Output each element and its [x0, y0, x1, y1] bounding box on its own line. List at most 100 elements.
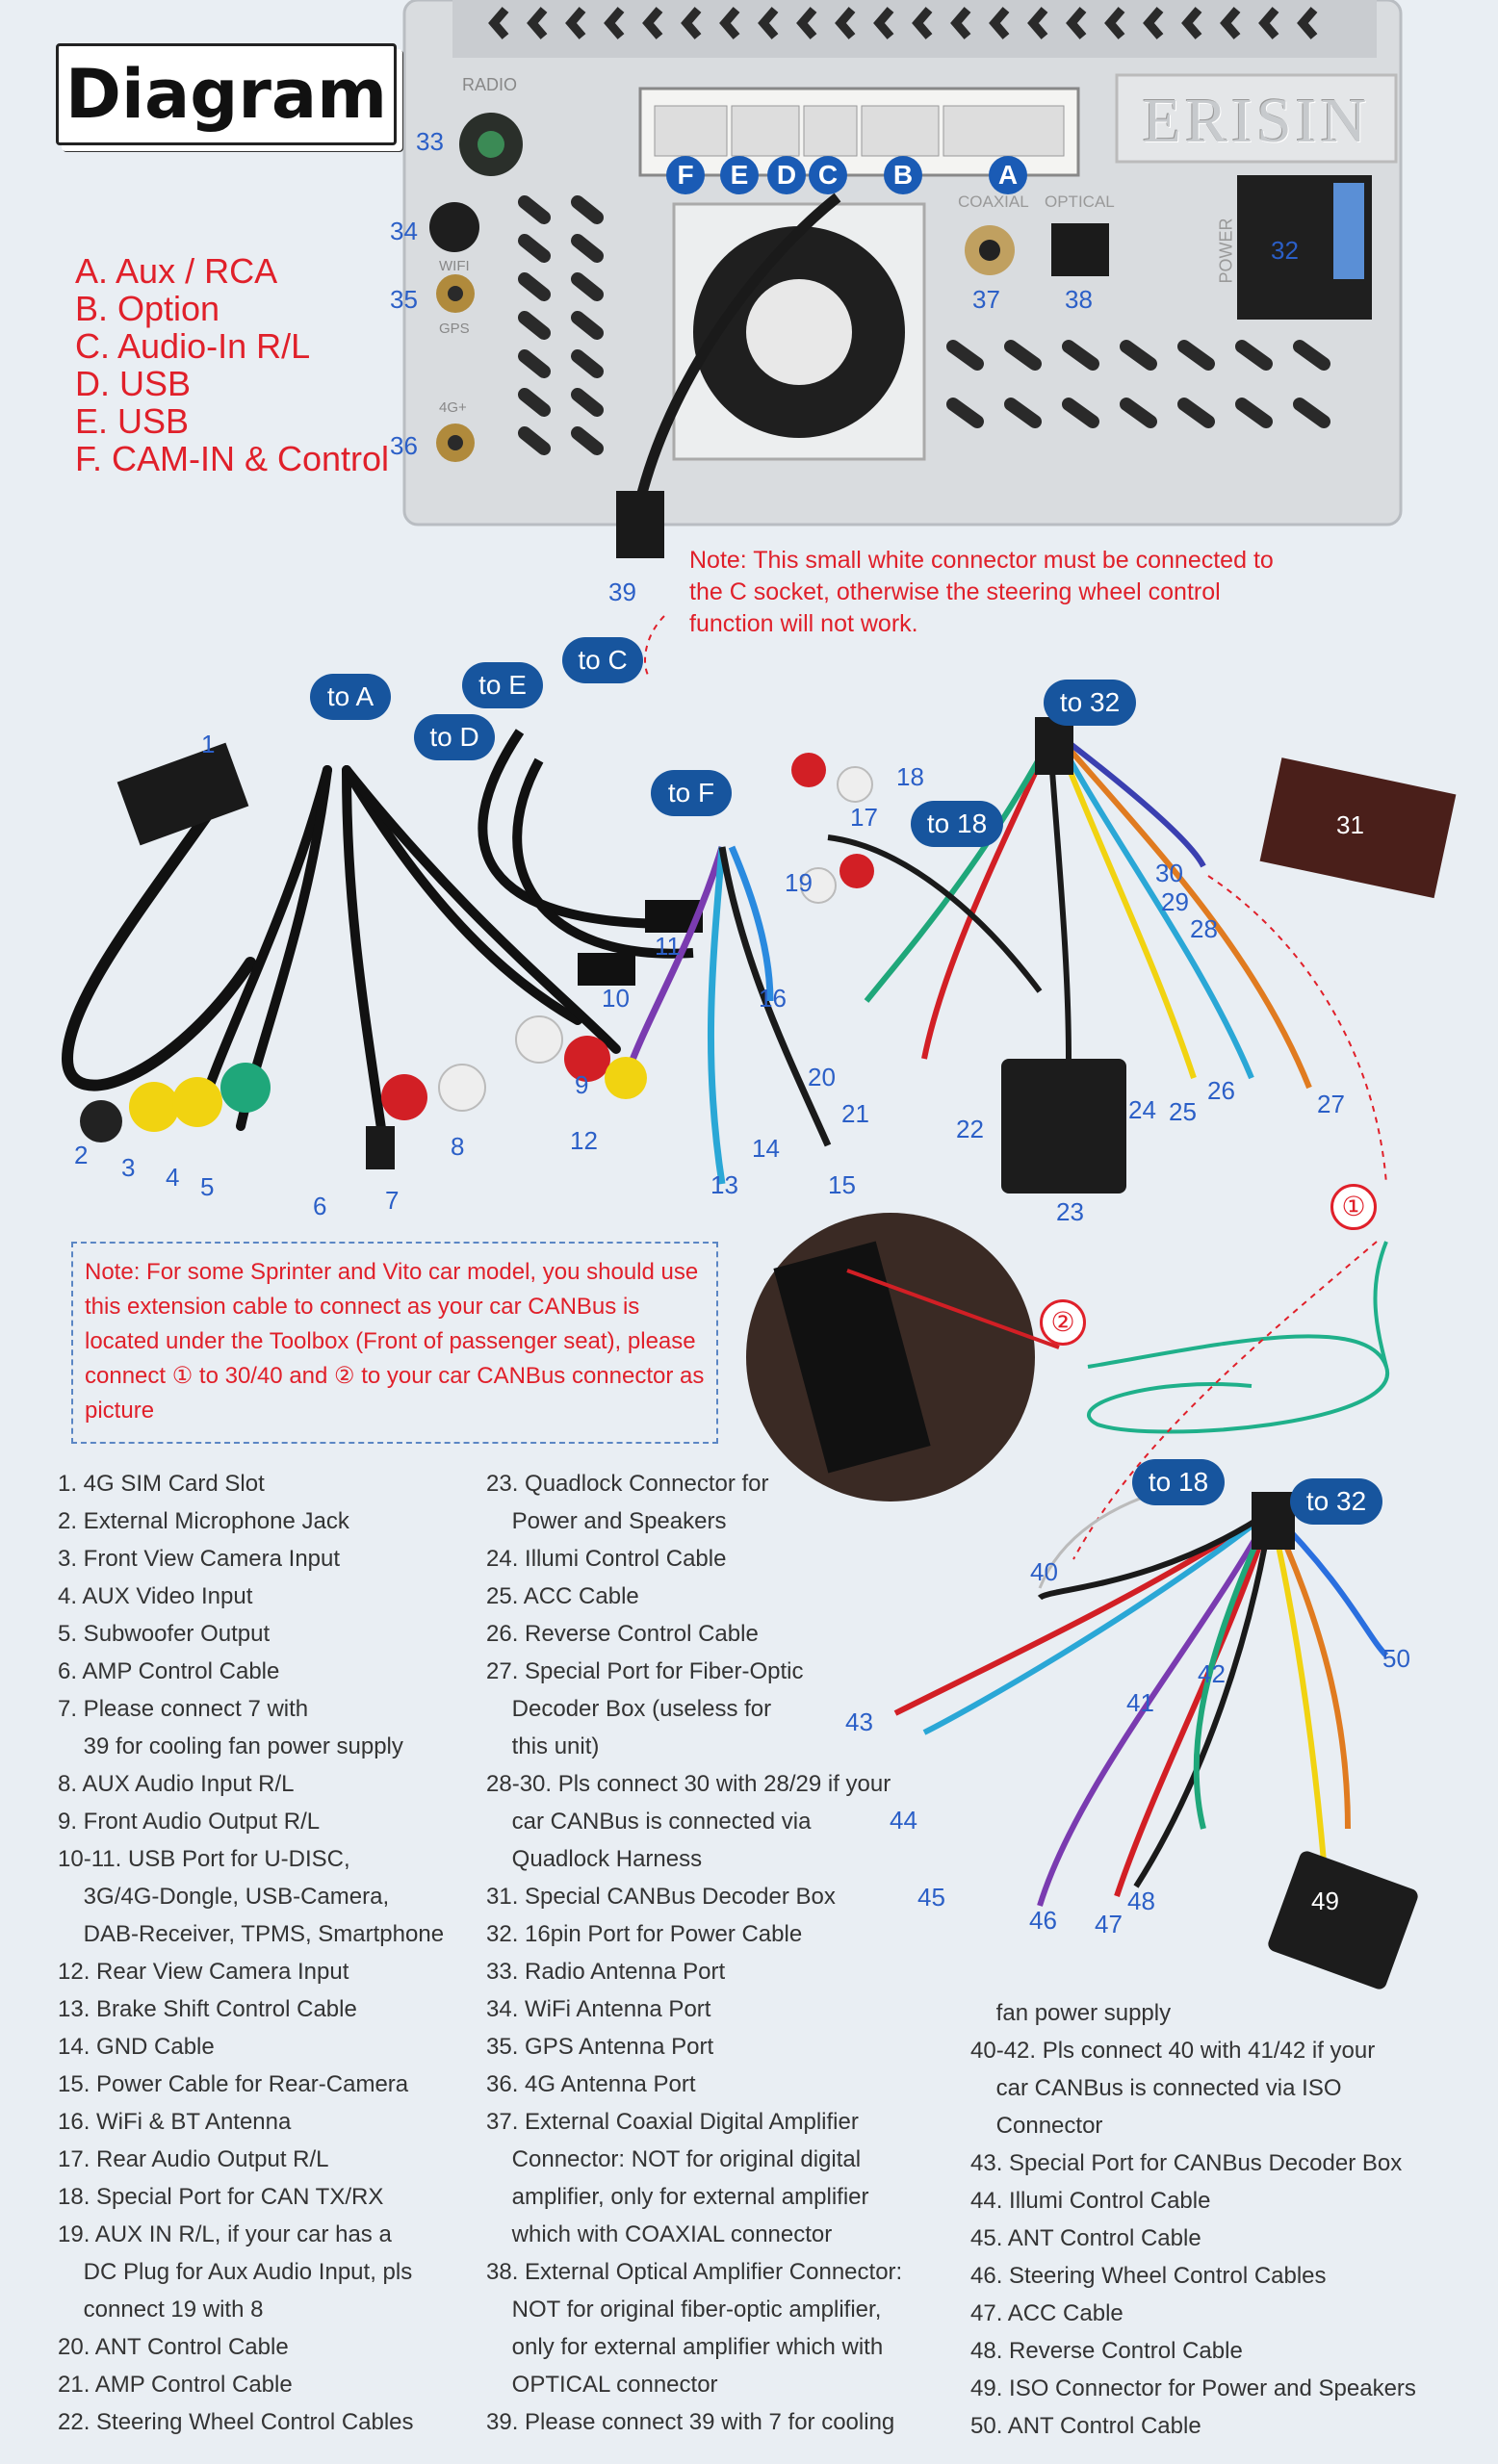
legend-list-column-1: 1. 4G SIM Card Slot 2. External Micropho…	[58, 1465, 444, 2441]
list-item: 25. ACC Cable	[486, 1583, 639, 1609]
list-item: 4. AUX Video Input	[58, 1583, 253, 1609]
list-item: 43. Special Port for CANBus Decoder Box	[970, 2150, 1403, 2176]
callout-44: 44	[890, 1806, 917, 1835]
list-item: 47. ACC Cable	[970, 2300, 1124, 2326]
callout-20: 20	[808, 1063, 836, 1091]
callout-12: 12	[570, 1126, 598, 1155]
list-item: DC Plug for Aux Audio Input, pls	[58, 2259, 413, 2285]
list-item: only for external amplifier which with	[486, 2334, 884, 2360]
list-item: 16. WiFi & BT Antenna	[58, 2109, 292, 2135]
port-legend: A. Aux / RCA B. Option C. Audio-In R/L D…	[75, 252, 389, 477]
list-item: 27. Special Port for Fiber-Optic	[486, 1658, 804, 1684]
list-item: 20. ANT Control Cable	[58, 2334, 289, 2360]
callout-6: 6	[313, 1192, 327, 1220]
list-item: 12. Rear View Camera Input	[58, 1959, 349, 1985]
harness-f	[605, 845, 832, 1185]
list-item: 21. AMP Control Cable	[58, 2372, 293, 2398]
tag-to-18: to 18	[911, 801, 1003, 847]
list-item: 3. Front View Camera Input	[58, 1546, 341, 1572]
list-item: NOT for original fiber-optic amplifier,	[486, 2297, 882, 2323]
callout-47: 47	[1095, 1910, 1123, 1938]
callout-34: 34	[390, 217, 418, 245]
list-item: 23. Quadlock Connector for	[486, 1471, 769, 1497]
legend-item: B. Option	[75, 289, 220, 328]
harness-left	[61, 742, 621, 1169]
list-item: amplifier, only for external amplifier	[486, 2184, 869, 2210]
list-item: 9. Front Audio Output R/L	[58, 1809, 321, 1835]
diagram-title-box: Diagram	[56, 43, 397, 145]
callout-14: 14	[752, 1134, 780, 1163]
list-item: 17. Rear Audio Output R/L	[58, 2146, 329, 2172]
callout-2: 2	[74, 1141, 89, 1169]
callout-11: 11	[655, 932, 681, 961]
callout-18: 18	[896, 762, 924, 791]
list-item: 8. AUX Audio Input R/L	[58, 1771, 295, 1797]
callout-24: 24	[1128, 1095, 1156, 1124]
legend-item: E. USB	[75, 401, 190, 441]
list-item: Decoder Box (useless for	[486, 1696, 772, 1722]
callout-40: 40	[1030, 1557, 1058, 1586]
callout-33: 33	[416, 127, 444, 156]
list-item: 46. Steering Wheel Control Cables	[970, 2263, 1327, 2289]
callout-41: 41	[1126, 1688, 1154, 1717]
callout-42: 42	[1198, 1659, 1226, 1688]
list-item: 13. Brake Shift Control Cable	[58, 1996, 357, 2022]
callout-50: 50	[1382, 1644, 1410, 1673]
list-item: car CANBus is connected via ISO	[970, 2075, 1342, 2101]
guide-lines	[644, 615, 1387, 1560]
list-item: 7. Please connect 7 with	[58, 1696, 309, 1722]
list-item: 39. Please connect 39 with 7 for cooling	[486, 2409, 895, 2435]
list-item: 40-42. Pls connect 40 with 41/42 if your	[970, 2038, 1376, 2064]
list-item: 1. 4G SIM Card Slot	[58, 1471, 265, 1497]
list-item: 44. Illumi Control Cable	[970, 2188, 1211, 2214]
callout-26: 26	[1207, 1076, 1235, 1105]
list-item: 48. Reverse Control Cable	[970, 2338, 1243, 2364]
canbus-connector-photo	[746, 1213, 1060, 1502]
legend-item: F. CAM-IN & Control	[75, 439, 390, 478]
port-letter-f: F	[666, 156, 705, 194]
port-letter-d: D	[767, 156, 806, 194]
list-item: DAB-Receiver, TPMS, Smartphone	[58, 1921, 445, 1947]
callout-1: 1	[201, 730, 216, 758]
tag-to-e: to E	[462, 662, 543, 708]
port-letter-c: C	[809, 156, 847, 194]
list-item: this unit)	[486, 1733, 600, 1759]
list-item: 15. Power Cable for Rear-Camera	[58, 2071, 409, 2097]
list-item: 10-11. USB Port for U-DISC,	[58, 1846, 350, 1872]
callout-27: 27	[1317, 1090, 1345, 1118]
list-item: 5. Subwoofer Output	[58, 1621, 271, 1647]
tag-to-d: to D	[414, 714, 495, 760]
legend-item: A. Aux / RCA	[75, 251, 278, 291]
callout-21: 21	[841, 1099, 869, 1128]
harness-power	[791, 717, 1457, 1194]
marker-1: ①	[1330, 1184, 1377, 1230]
harness-iso	[893, 1480, 1418, 1989]
4g-label: 4G+	[439, 399, 467, 416]
callout-30: 30	[1155, 859, 1183, 887]
port-letter-b: B	[884, 156, 922, 194]
list-item: 45. ANT Control Cable	[970, 2225, 1201, 2251]
list-item: 49. ISO Connector for Power and Speakers	[970, 2375, 1416, 2401]
brand-logo: ERISIN	[1142, 86, 1371, 156]
callout-35: 35	[390, 285, 418, 314]
list-item: 33. Radio Antenna Port	[486, 1959, 726, 1985]
callout-13: 13	[710, 1170, 738, 1199]
callout-37: 37	[972, 285, 1000, 314]
callout-19: 19	[785, 868, 813, 897]
list-item: 28-30. Pls connect 30 with 28/29 if your	[486, 1771, 891, 1797]
note-canbus-extension: Note: For some Sprinter and Vito car mod…	[71, 1242, 718, 1444]
tag-to-f: to F	[651, 770, 732, 816]
legend-item: C. Audio-In R/L	[75, 326, 311, 366]
radio-label: RADIO	[462, 75, 518, 94]
callout-3: 3	[121, 1153, 136, 1182]
list-item: 3G/4G-Dongle, USB-Camera,	[58, 1884, 390, 1910]
callout-28: 28	[1190, 914, 1218, 943]
port-letter-e: E	[720, 156, 759, 194]
callout-31: 31	[1336, 810, 1364, 839]
callout-8: 8	[451, 1132, 465, 1161]
callout-43: 43	[845, 1707, 873, 1736]
list-item: Power and Speakers	[486, 1508, 727, 1534]
callout-38: 38	[1065, 285, 1093, 314]
tag-to-c: to C	[562, 637, 643, 683]
